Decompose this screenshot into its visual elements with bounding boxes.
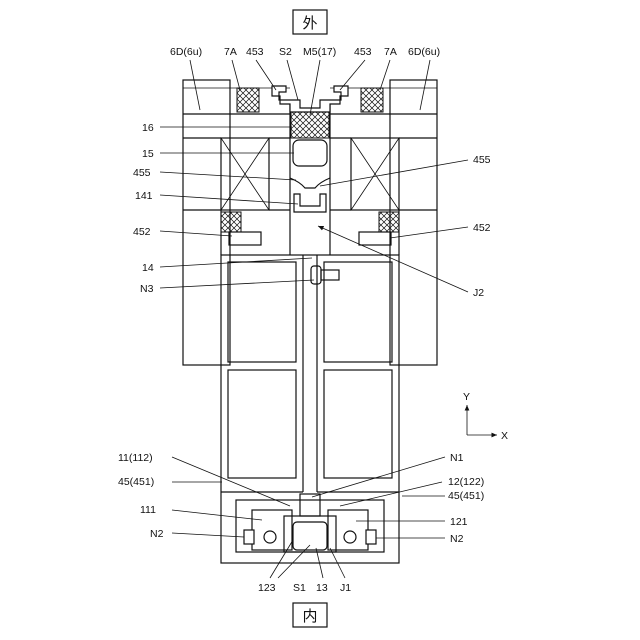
label-16: 16 <box>142 122 154 134</box>
gasket-left <box>229 232 261 245</box>
label-6d-left: 6D(6u) <box>170 46 202 58</box>
inside-direction-box: 内 <box>293 603 327 627</box>
label-11: 11(112) <box>118 452 153 464</box>
label-452-left: 452 <box>133 226 151 238</box>
label-121: 121 <box>450 516 468 528</box>
label-j2: J2 <box>473 287 484 299</box>
bottom-section <box>221 492 399 552</box>
profile-455 <box>290 178 330 188</box>
inside-label: 内 <box>302 607 317 625</box>
label-s1: S1 <box>293 582 306 594</box>
label-45-left: 45(451) <box>118 476 154 488</box>
label-7a-left: 7A <box>224 46 237 58</box>
label-111: 111 <box>140 504 156 516</box>
label-453-right: 453 <box>354 46 372 58</box>
mullion-body <box>221 255 399 563</box>
axis-x-label: X <box>501 430 508 442</box>
label-12: 12(122) <box>448 476 484 488</box>
seal-7a-right <box>361 88 383 112</box>
glass-unit-right <box>330 138 437 210</box>
label-455-right: 455 <box>473 154 491 166</box>
label-n2-right: N2 <box>450 533 464 545</box>
axis-y-label: Y <box>463 391 470 403</box>
fastener-n3 <box>311 266 321 284</box>
seal-452-right <box>379 212 399 232</box>
label-7a-right: 7A <box>384 46 397 58</box>
outside-direction-box: 外 <box>293 10 327 34</box>
profile-141 <box>294 194 326 212</box>
label-n3: N3 <box>140 283 154 295</box>
axis-indicator: Y X <box>463 391 508 442</box>
label-15: 15 <box>142 148 154 160</box>
label-453-left: 453 <box>246 46 264 58</box>
block-m5 <box>291 112 329 138</box>
label-m5: M5(17) <box>303 46 336 58</box>
top-cap-profile <box>272 86 348 112</box>
outside-label: 外 <box>302 14 317 32</box>
gasket-right <box>359 232 391 245</box>
label-141: 141 <box>135 190 153 202</box>
label-6d-right: 6D(6u) <box>408 46 440 58</box>
label-45-right: 45(451) <box>448 490 484 502</box>
label-123: 123 <box>258 582 276 594</box>
seal-7a-left <box>237 88 259 112</box>
seal-452-left <box>221 212 241 232</box>
label-s2: S2 <box>279 46 292 58</box>
label-452-right: 452 <box>473 222 491 234</box>
block-15 <box>293 140 327 166</box>
label-14: 14 <box>142 262 154 274</box>
label-455-left: 455 <box>133 167 151 179</box>
label-13: 13 <box>316 582 328 594</box>
label-j1: J1 <box>340 582 351 594</box>
label-n1: N1 <box>450 452 464 464</box>
label-n2-left: N2 <box>150 528 164 540</box>
